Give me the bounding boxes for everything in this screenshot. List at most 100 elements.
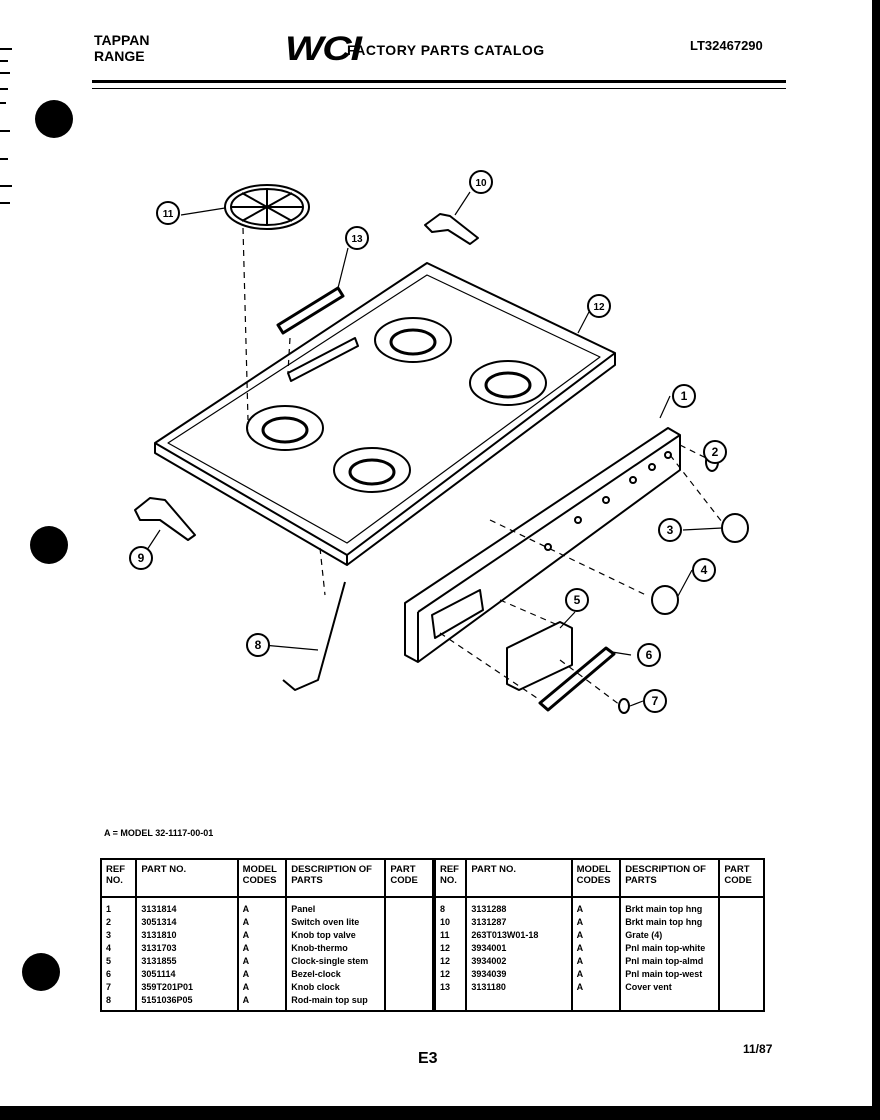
exploded-parts-diagram: 1 2 3 4 5 6 7 8 9 10 11 12 13	[129, 170, 749, 714]
cell-part: 3131814	[135, 897, 239, 916]
cell-model: A	[570, 955, 622, 968]
wci-logo: WCI	[285, 30, 362, 68]
cell-part: 3934001	[465, 942, 573, 955]
cell-model: A	[570, 942, 622, 955]
catalog-title: FACTORY PARTS CATALOG	[347, 42, 545, 58]
cell-ref: 12	[431, 968, 468, 981]
cell-code	[384, 955, 435, 968]
cell-model: A	[570, 916, 622, 929]
header-rule	[92, 80, 786, 89]
cell-model: A	[236, 929, 288, 942]
cell-ref	[431, 994, 468, 1012]
margin-mark	[0, 158, 8, 160]
cell-ref: 1	[99, 897, 138, 916]
margin-mark	[0, 60, 8, 62]
cell-model: A	[236, 942, 288, 955]
table-row: 8 5151036P05 A Rod-main top sup	[99, 994, 765, 1012]
support-rod-part	[282, 581, 346, 691]
cell-part: 263T013W01-18	[465, 929, 573, 942]
cell-part: 3934002	[465, 955, 573, 968]
callout-label: 7	[652, 694, 659, 708]
callout-5	[565, 588, 589, 612]
cell-part: 3131288	[465, 897, 573, 916]
cell-part: 5151036P05	[135, 994, 239, 1012]
hinge-bracket-right	[424, 213, 479, 245]
cell-ref: 2	[99, 916, 138, 929]
vent-cover-part	[276, 286, 345, 335]
cell-model: A	[236, 968, 288, 981]
margin-mark	[0, 88, 8, 90]
cell-code	[718, 968, 765, 981]
cell-model: A	[236, 897, 288, 916]
callout-label: 3	[667, 523, 674, 537]
cell-desc: Clock-single stem	[285, 955, 387, 968]
callout-label: 12	[593, 302, 605, 313]
cell-desc: Knob-thermo	[285, 942, 387, 955]
cell-code	[718, 929, 765, 942]
col-description: DESCRIPTION OF PARTS	[619, 858, 721, 898]
grate-part	[224, 184, 310, 230]
table-row: 2 3051314 A Switch oven lite 10 3131287 …	[99, 916, 765, 929]
callout-label: 5	[574, 593, 581, 607]
callout-label: 9	[138, 551, 145, 565]
callout-2	[703, 440, 727, 464]
scan-edge-right	[872, 0, 880, 1120]
cell-desc: Rod-main top sup	[285, 994, 387, 1012]
clock-knob-part	[618, 698, 630, 714]
cell-desc: Knob top valve	[285, 929, 387, 942]
callout-label: 13	[351, 234, 363, 245]
scan-edge-bottom	[0, 1106, 880, 1120]
cell-ref: 6	[99, 968, 138, 981]
callout-13	[345, 226, 369, 250]
cell-part: 3051114	[135, 968, 239, 981]
callout-4	[692, 558, 716, 582]
cell-model: A	[570, 897, 622, 916]
table-row: 7 359T201P01 A Knob clock 13 3131180 A C…	[99, 981, 765, 994]
callout-3	[658, 518, 682, 542]
cell-code	[384, 981, 435, 994]
table-row: 6 3051114 A Bezel-clock 12 3934039 A Pnl…	[99, 968, 765, 981]
cell-model: A	[570, 968, 622, 981]
burner-openings	[246, 317, 547, 493]
cell-ref: 10	[431, 916, 468, 929]
callout-9	[129, 546, 153, 570]
callout-label: 6	[646, 648, 653, 662]
main-top-panel	[154, 262, 616, 566]
cell-code	[384, 897, 435, 916]
product-category: RANGE	[94, 48, 145, 64]
model-legend: A = MODEL 32-1117-00-01	[104, 828, 214, 838]
punch-hole-middle	[30, 526, 68, 564]
vent-slot	[287, 337, 359, 382]
callout-label: 10	[475, 178, 487, 189]
callout-6	[637, 643, 661, 667]
cell-desc: Switch oven lite	[285, 916, 387, 929]
page-number: E3	[418, 1050, 438, 1067]
col-model-codes: MODEL CODES	[236, 858, 288, 898]
cell-code	[718, 981, 765, 994]
col-part-code: PART CODE	[384, 858, 435, 898]
cell-part: 3131855	[135, 955, 239, 968]
cell-part: 359T201P01	[135, 981, 239, 994]
cell-code	[384, 916, 435, 929]
cell-desc: Cover vent	[619, 981, 721, 994]
callout-label: 2	[712, 445, 719, 459]
callout-label: 8	[255, 638, 262, 652]
cell-desc: Panel	[285, 897, 387, 916]
clock-part	[506, 621, 573, 691]
cell-code	[384, 929, 435, 942]
col-ref-no: REF NO.	[99, 858, 138, 898]
cell-desc: Pnl main top-white	[619, 942, 721, 955]
cell-desc: Pnl main top-west	[619, 968, 721, 981]
cell-code	[384, 994, 435, 1012]
margin-mark	[0, 130, 10, 132]
table-row: 3 3131810 A Knob top valve 11 263T013W01…	[99, 929, 765, 942]
cell-model: A	[570, 981, 622, 994]
callout-11	[156, 201, 180, 225]
cell-code	[718, 916, 765, 929]
cell-code	[718, 942, 765, 955]
table-row: 1 3131814 A Panel 8 3131288 A Brkt main …	[99, 897, 765, 916]
brand-name: TAPPAN	[94, 32, 150, 48]
col-part-no: PART NO.	[465, 858, 573, 898]
cell-desc: Pnl main top-almd	[619, 955, 721, 968]
